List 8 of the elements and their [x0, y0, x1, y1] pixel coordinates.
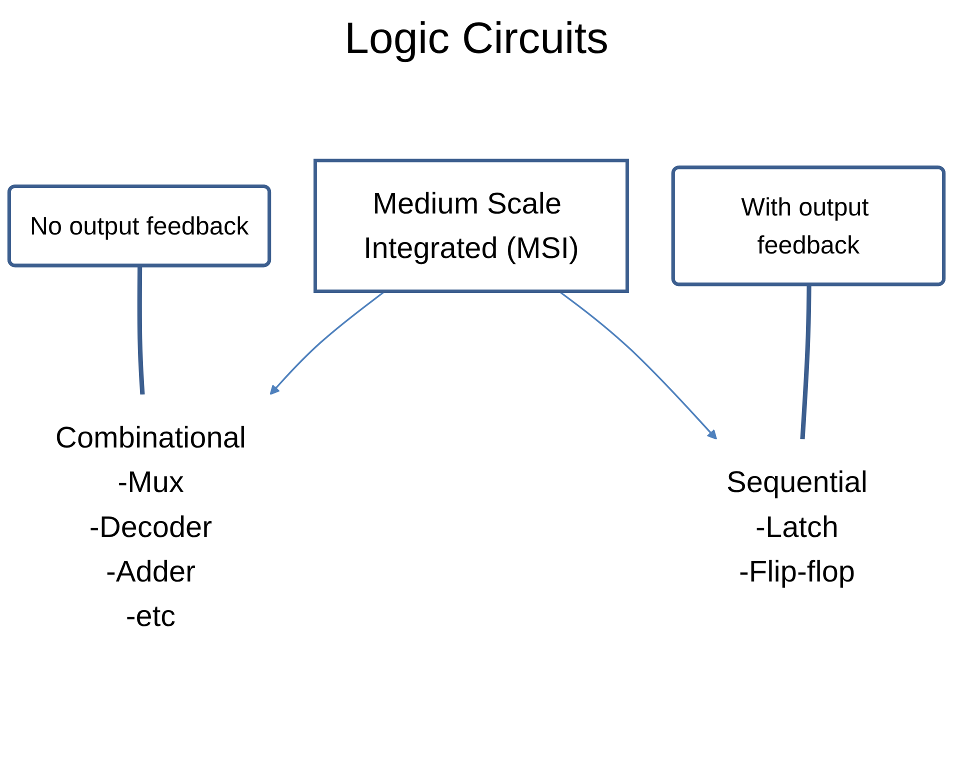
node-text: Combinational -Mux -Decoder -Adder -etc — [55, 420, 246, 634]
arrow — [270, 290, 386, 395]
node-text: Sequential -Latch -Flip-flop — [726, 464, 868, 588]
node-box: Medium Scale Integrated (MSI) — [314, 158, 629, 293]
diagram-title: Logic Circuits — [343, 14, 610, 64]
arrow — [558, 290, 718, 440]
connector — [800, 284, 812, 440]
connector — [137, 266, 145, 395]
